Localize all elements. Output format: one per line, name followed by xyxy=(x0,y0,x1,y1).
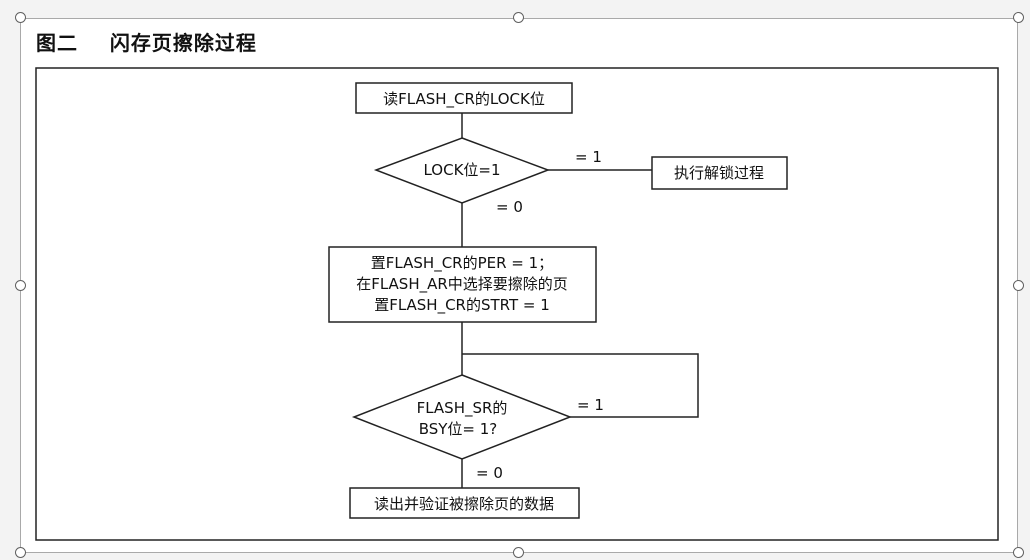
diagram-border xyxy=(35,67,999,541)
connector-busy-loop xyxy=(462,353,699,418)
set-per-line-3: 置FLASH_CR的STRT = 1 xyxy=(374,296,550,315)
verify-box xyxy=(349,487,580,519)
edge-label-lock-no: = 0 xyxy=(496,198,523,216)
lock-decision-diamond xyxy=(373,137,551,204)
resize-handle-bottom-right[interactable] xyxy=(1013,547,1024,558)
busy-decision-line-2: BSY位= 1? xyxy=(419,420,498,438)
unlock-label: 执行解锁过程 xyxy=(674,164,764,182)
resize-handle-right[interactable] xyxy=(1013,280,1024,291)
edge-label-lock-yes: = 1 xyxy=(575,148,602,166)
resize-handle-top-right[interactable] xyxy=(1013,12,1024,23)
set-per-line-2: 在FLASH_AR中选择要擦除的页 xyxy=(356,275,568,294)
resize-handle-bottom-left[interactable] xyxy=(15,547,26,558)
resize-handle-bottom[interactable] xyxy=(513,547,524,558)
resize-handle-left[interactable] xyxy=(15,280,26,291)
lock-decision-label: LOCK位=1 xyxy=(423,161,500,179)
unlock-box xyxy=(651,156,788,190)
verify-label: 读出并验证被擦除页的数据 xyxy=(374,495,554,513)
busy-decision-line-1: FLASH_SR的 xyxy=(417,399,508,418)
resize-handle-top-left[interactable] xyxy=(15,12,26,23)
resize-handle-top[interactable] xyxy=(513,12,524,23)
set-per-box xyxy=(328,246,597,323)
read-lock-label: 读FLASH_CR的LOCK位 xyxy=(383,90,545,109)
edge-label-busy-no: = 0 xyxy=(476,464,503,482)
busy-decision-diamond xyxy=(351,374,573,460)
figure-title: 图二 闪存页擦除过程 xyxy=(36,31,257,55)
read-lock-box xyxy=(355,82,573,114)
set-per-line-1: 置FLASH_CR的PER = 1； xyxy=(371,254,553,273)
edge-label-busy-yes: = 1 xyxy=(577,396,604,414)
